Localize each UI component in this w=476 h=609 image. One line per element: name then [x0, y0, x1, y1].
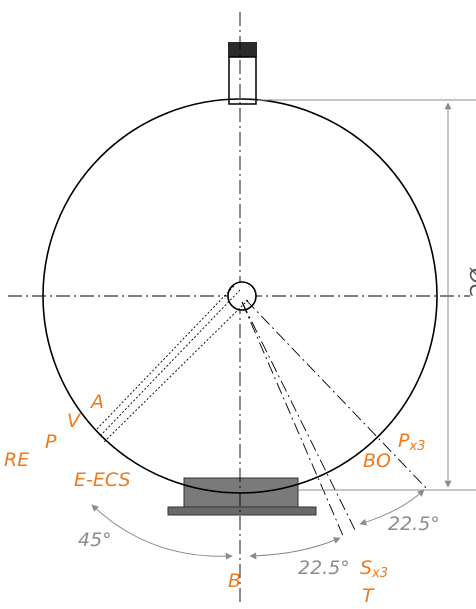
- angle-arc-22-5-bottom: [249, 537, 341, 560]
- label-a: A: [89, 391, 104, 413]
- label-px3-sub: x3: [408, 439, 425, 454]
- nozzle-cap: [228, 42, 257, 57]
- label-v: V: [67, 410, 82, 432]
- top-nozzle: [228, 42, 257, 105]
- base-plate: [167, 506, 317, 516]
- px3-line: [245, 299, 429, 491]
- label-px3-main: P: [398, 430, 410, 452]
- support-base: [167, 477, 317, 516]
- label-re: RE: [4, 449, 29, 471]
- label-sx3-main: S: [360, 557, 372, 579]
- label-sx3: Sx3: [360, 557, 388, 581]
- angle-label-22-5-bottom: 22.5°: [298, 557, 350, 579]
- label-b: B: [228, 570, 241, 592]
- label-px3: Px3: [398, 430, 425, 454]
- diameter-label: ØC: [465, 267, 476, 298]
- diameter-dimension: ØC: [258, 99, 476, 491]
- angle-arc-45: [91, 504, 233, 560]
- angle-label-22-5-right: 22.5°: [388, 513, 440, 535]
- nozzle-body: [228, 56, 257, 105]
- angle-label-45: 45°: [78, 529, 112, 551]
- label-e-ecs: E-ECS: [74, 469, 131, 491]
- sx3-line: [241, 301, 345, 539]
- label-p: P: [45, 431, 57, 453]
- angle-arc-22-5-right: [359, 489, 425, 526]
- nozzle-line-b: [99, 289, 241, 437]
- label-bo: BO: [363, 450, 391, 472]
- nozzle-line-c: [103, 299, 249, 443]
- label-t: T: [362, 585, 375, 607]
- label-sx3-sub: x3: [371, 566, 388, 581]
- nozzle-line-a: [95, 285, 235, 431]
